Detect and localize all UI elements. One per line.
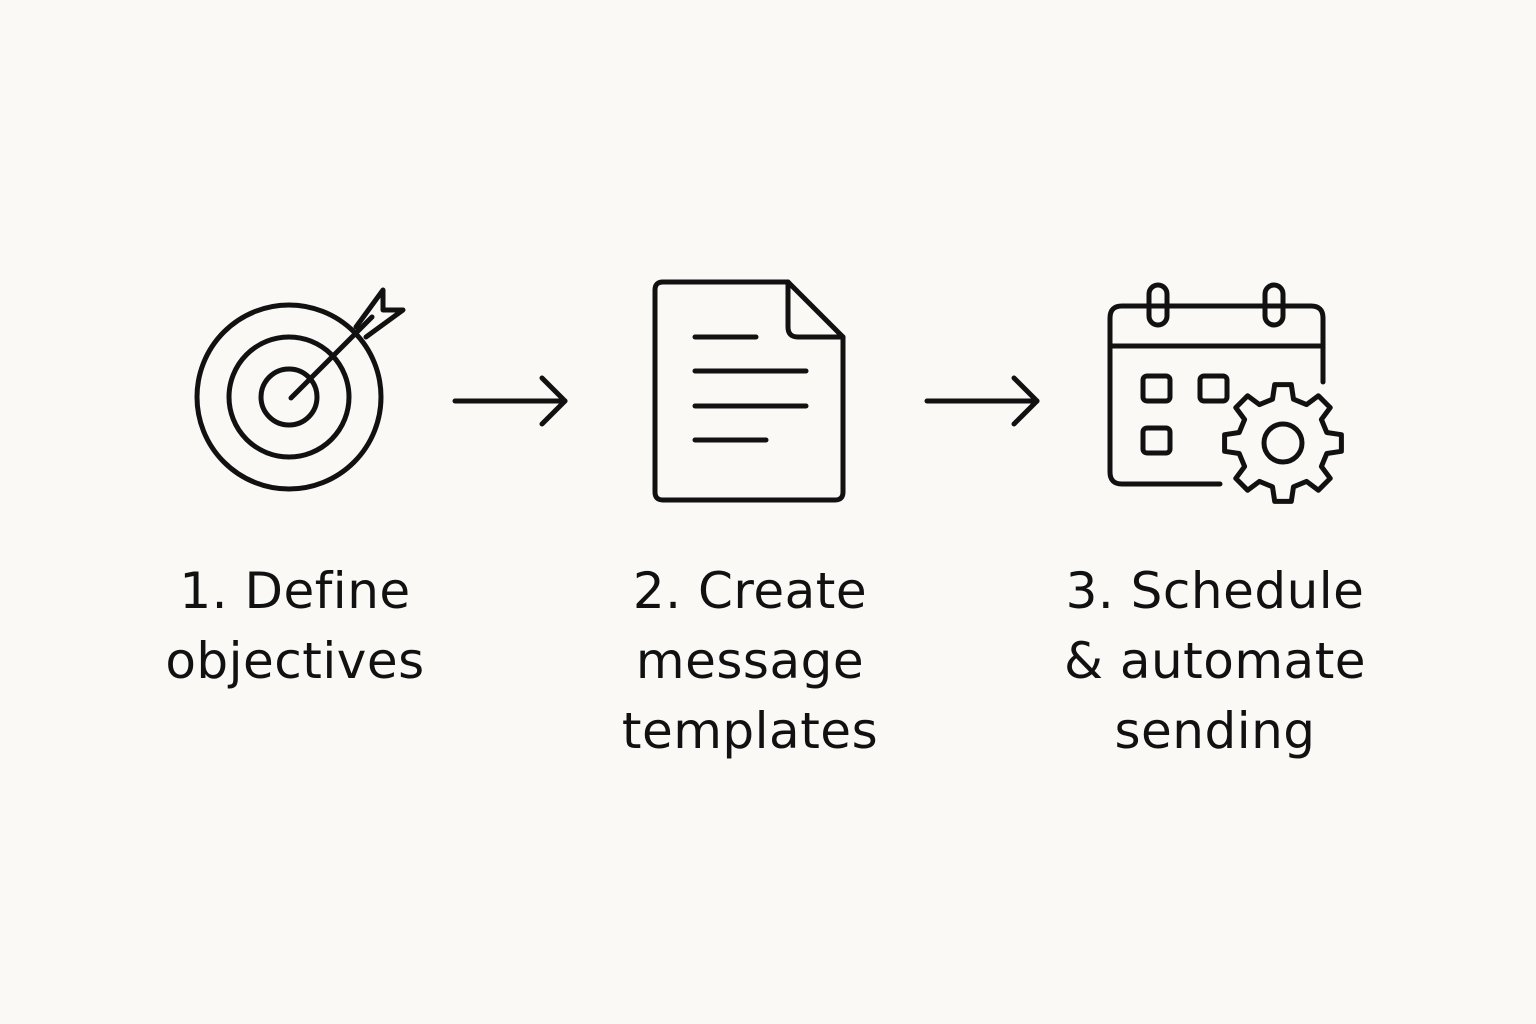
gear-icon <box>1222 382 1344 504</box>
arrow-right-icon <box>924 375 1040 427</box>
target-icon <box>194 287 406 492</box>
step-2-line-1: 2. Create <box>632 562 868 620</box>
step-label-3: 3. Schedule & automate sending <box>1040 556 1390 766</box>
step-2-line-3: templates <box>621 702 879 760</box>
step-3-line-3: sending <box>1114 702 1316 760</box>
step-1-line-1: 1. Define <box>179 562 411 620</box>
step-label-2: 2. Create message templates <box>580 556 920 766</box>
calendar-gear-icon <box>1107 282 1344 504</box>
step-label-1: 1. Define objectives <box>130 556 460 696</box>
arrow-right-icon <box>452 375 568 427</box>
step-3-line-1: 3. Schedule <box>1065 562 1365 620</box>
step-3-line-2: & automate <box>1063 632 1367 690</box>
step-2-line-2: message <box>635 632 865 690</box>
step-1-line-2: objectives <box>165 632 425 690</box>
document-icon <box>652 279 846 503</box>
